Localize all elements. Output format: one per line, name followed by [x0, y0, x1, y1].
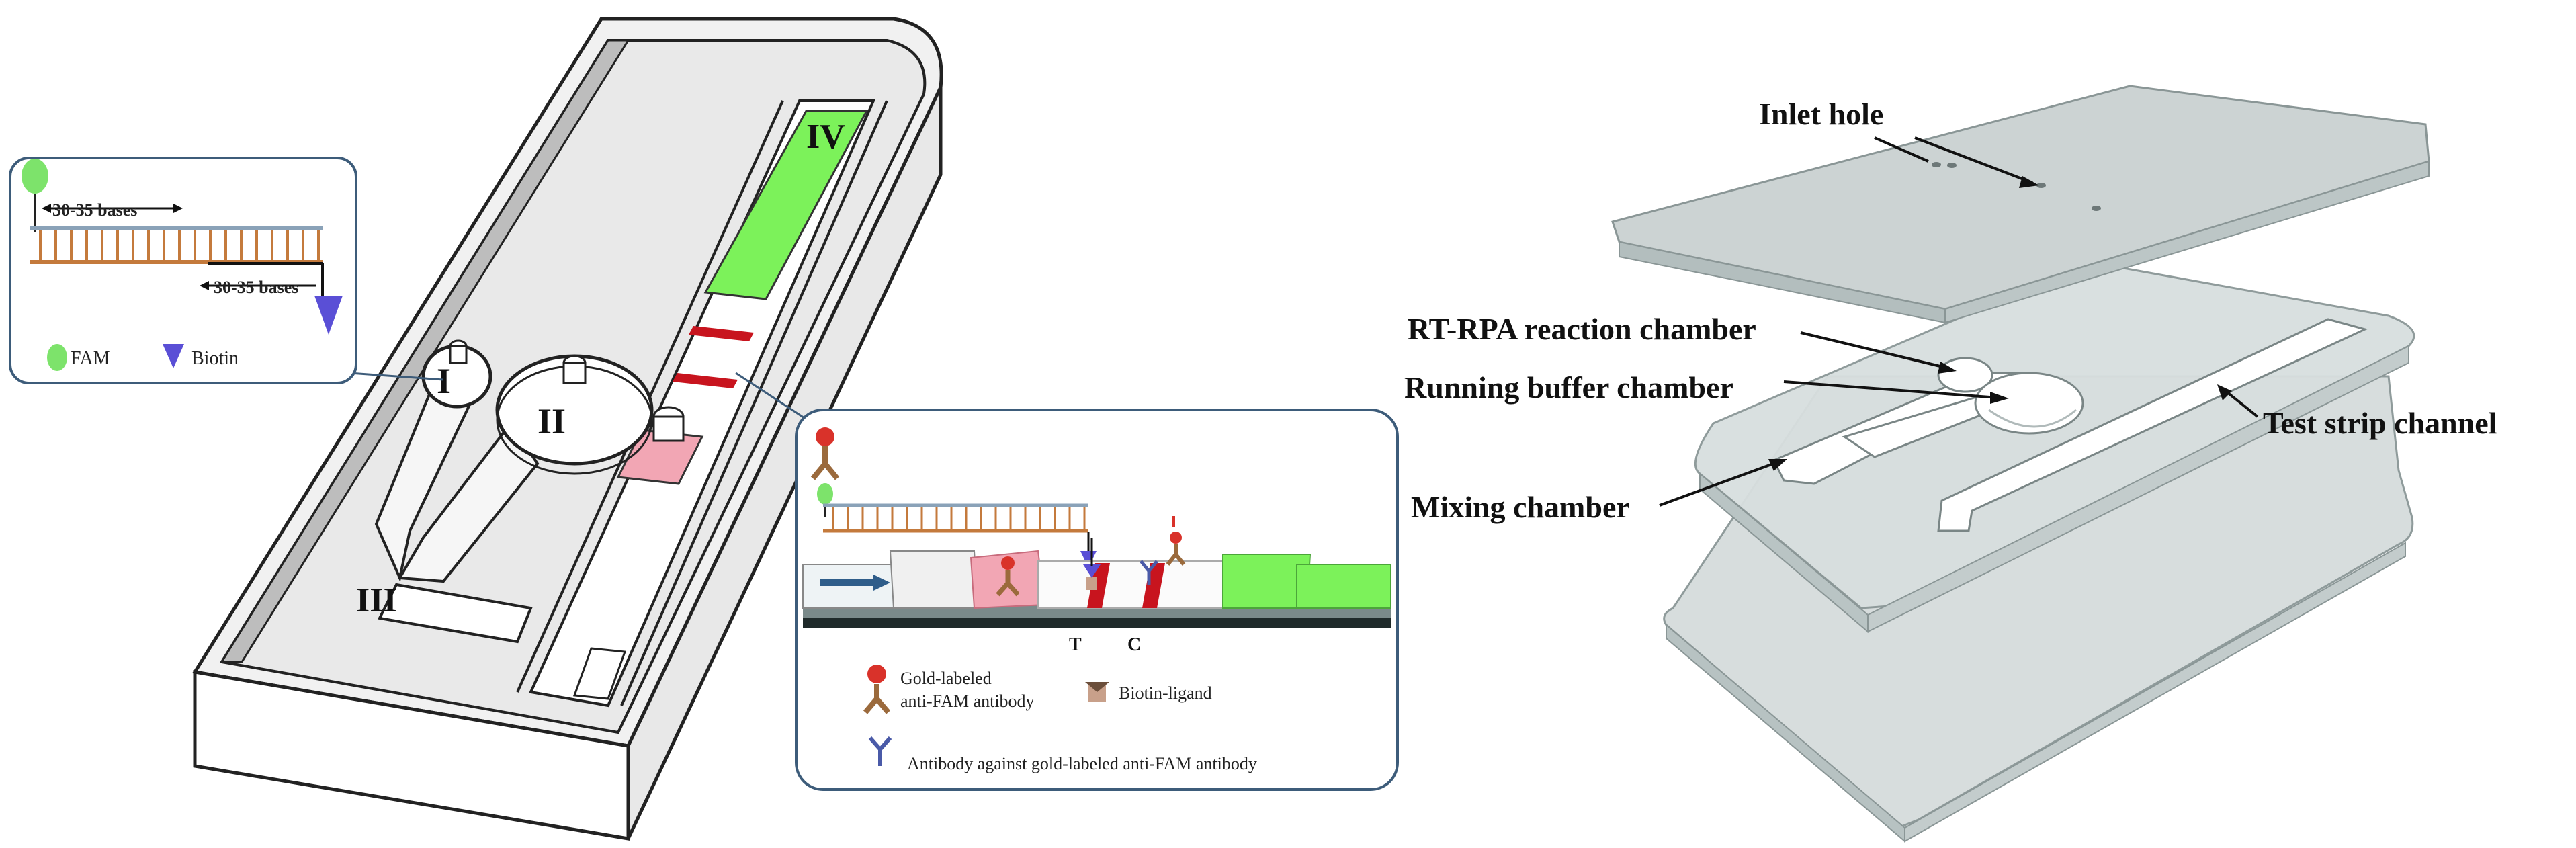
- rt-rpa-chamber-cutout: [1937, 357, 1993, 393]
- label-inlet-hole: Inlet hole: [1759, 97, 1883, 131]
- chamber-label-i: I: [437, 361, 451, 401]
- middle-layer: [1694, 261, 2415, 634]
- strip-t-label: T: [1069, 634, 1082, 655]
- legend-gold-antibody-line1: Gold-labeled: [900, 669, 992, 688]
- gold-particle-icon: [816, 427, 834, 446]
- inlet-hole-2: [1947, 163, 1957, 168]
- purple-triangle-icon: [163, 344, 184, 368]
- chamber-iii: [378, 583, 533, 644]
- inlet-hole-4: [2092, 206, 2101, 211]
- inset-control-line: [1142, 563, 1165, 608]
- inset-test-line: [1087, 563, 1110, 608]
- strip-c-label: C: [1127, 634, 1141, 655]
- chip-right-face: [626, 86, 943, 840]
- chamber-label-iv: IV: [806, 118, 845, 156]
- bases-label-bottom: 30-35 bases: [214, 278, 298, 297]
- inlet-hole-1: [1932, 162, 1941, 167]
- biotin-marker-icon: [314, 296, 343, 335]
- fam-marker-icon: [22, 159, 48, 194]
- chamber-label-iii: III: [356, 581, 397, 620]
- right-exploded-diagram: Inlet hole RT-RPA reaction chamber Runni…: [1404, 85, 2497, 843]
- chamber-label-ii: II: [538, 401, 566, 441]
- top-layer: [1611, 85, 2430, 324]
- lateral-flow-strip: [802, 516, 1391, 628]
- bases-label-top: 30-35 bases: [52, 200, 137, 220]
- secondary-antibody-icon: [868, 736, 892, 766]
- legend-fam: FAM: [71, 348, 110, 369]
- gold-antibody-icon: [867, 665, 886, 683]
- dna-inset: 30-35 bases 30-35 bases FAM Biotin: [9, 157, 357, 384]
- chamber-i: [374, 339, 492, 583]
- label-test-strip-channel: Test strip channel: [2263, 406, 2497, 440]
- label-rt-rpa-chamber: RT-RPA reaction chamber: [1408, 312, 1756, 346]
- chamber-ii: [397, 354, 654, 583]
- left-chip-diagram: I II III IV: [191, 17, 943, 841]
- green-oval-icon: [47, 344, 67, 371]
- label-running-buffer-chamber: Running buffer chamber: [1404, 370, 1733, 405]
- chip-inner-wall-shadow: [220, 39, 630, 663]
- strip-inset: T C Gold-labeled anti-FAM antibody Bioti…: [795, 409, 1399, 791]
- strip-control-line: [689, 326, 754, 341]
- legend-secondary-antibody: Antibody against gold-labeled anti-FAM a…: [907, 754, 1257, 773]
- test-strip-channel-cutout: [1937, 318, 2368, 532]
- legend-biotin: Biotin: [191, 348, 239, 369]
- strip-test-line: [673, 373, 738, 388]
- inlet-hole-3: [2036, 183, 2046, 188]
- strip-sample-pad: [572, 647, 627, 700]
- strip-membrane-iv: [703, 110, 869, 300]
- legend-biotin-ligand: Biotin-ligand: [1119, 683, 1212, 703]
- legend-gold-antibody-line2: anti-FAM antibody: [900, 691, 1035, 711]
- label-mixing-chamber: Mixing chamber: [1411, 490, 1630, 524]
- strip-inlet-post: [652, 406, 685, 442]
